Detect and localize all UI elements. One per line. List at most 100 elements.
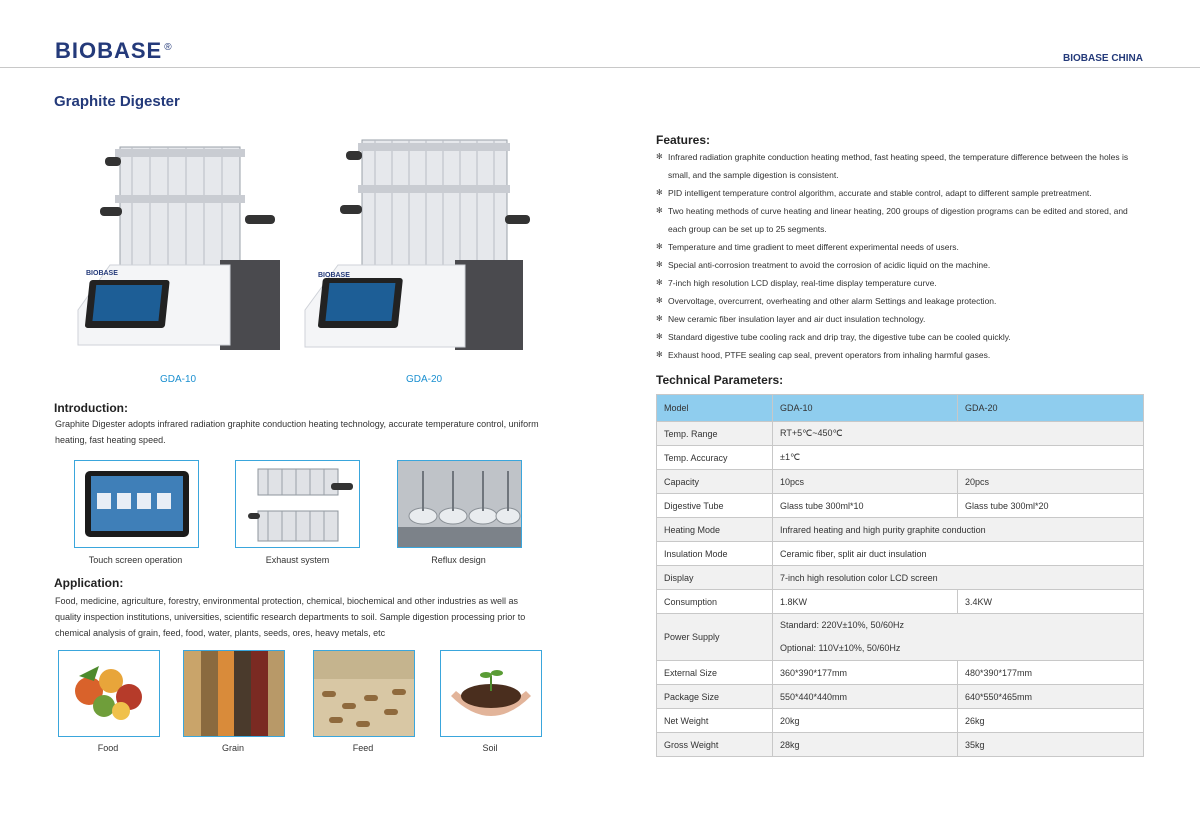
- caption-feed: Feed: [352, 743, 374, 753]
- feature-item: Special anti-corrosion treatment to avoi…: [656, 256, 1141, 274]
- table-row: Digestive Tube Glass tube 300ml*10 Glass…: [656, 493, 1144, 518]
- table-cell: External Size: [656, 660, 773, 685]
- table-row: Capacity 10pcs 20pcs: [656, 469, 1144, 494]
- table-row: Package Size 550*440*440mm 640*550*465mm: [656, 684, 1144, 709]
- caption-exhaust-system: Exhaust system: [265, 555, 330, 565]
- table-cell: 1.8KW: [772, 589, 958, 614]
- digester-gda20-icon: BIOBASE: [304, 139, 530, 350]
- table-cell: Glass tube 300ml*20: [957, 493, 1144, 518]
- table-cell: ±1℃: [772, 445, 1144, 470]
- table-row: Temp. Range RT+5℃~450℃: [656, 421, 1144, 446]
- table-row: Consumption 1.8KW 3.4KW: [656, 589, 1144, 614]
- feature-item: Two heating methods of curve heating and…: [656, 202, 1141, 238]
- thumb-soil: [440, 650, 542, 737]
- application-text: Food, medicine, agriculture, forestry, e…: [55, 596, 526, 638]
- feature-item: Standard digestive tube cooling rack and…: [656, 328, 1141, 346]
- table-cell: Net Weight: [656, 708, 773, 733]
- product-image-gda-20: BIOBASE: [300, 135, 530, 370]
- power-standard: Standard: 220V±10%, 50/60Hz: [780, 620, 905, 630]
- table-cell: Gross Weight: [656, 732, 773, 757]
- table-row: Temp. Accuracy ±1℃: [656, 445, 1144, 470]
- feature-item: Exhaust hood, PTFE sealing cap seal, pre…: [656, 346, 1141, 364]
- feature-item: Temperature and time gradient to meet di…: [656, 238, 1141, 256]
- thumb-touch-screen: [74, 460, 199, 548]
- table-cell: 20pcs: [957, 469, 1144, 494]
- model-label-gda-10: GDA-10: [159, 374, 197, 385]
- power-optional: Optional: 110V±10%, 50/60Hz: [780, 643, 901, 653]
- table-cell: Standard: 220V±10%, 50/60Hz Optional: 11…: [772, 613, 1144, 661]
- table-cell: Temp. Range: [656, 421, 773, 446]
- table-cell: 20kg: [772, 708, 958, 733]
- table-cell: Ceramic fiber, split air duct insulation: [772, 541, 1144, 566]
- caption-reflux-design: Reflux design: [431, 555, 486, 565]
- svg-text:BIOBASE: BIOBASE: [318, 272, 350, 279]
- thumb-grain: [183, 650, 285, 737]
- table-row: Insulation Mode Ceramic fiber, split air…: [656, 541, 1144, 566]
- features-heading: Features:: [656, 133, 711, 147]
- table-cell: 10pcs: [772, 469, 958, 494]
- thumb-exhaust-system: [235, 460, 360, 548]
- application-heading: Application:: [54, 576, 124, 590]
- table-cell: Package Size: [656, 684, 773, 709]
- digester-gda10-icon: BIOBASE: [77, 146, 280, 350]
- table-header-row: Model GDA-10 GDA-20: [656, 394, 1144, 422]
- table-cell: Heating Mode: [656, 517, 773, 542]
- soil-icon: [441, 651, 541, 736]
- feature-item: PID intelligent temperature control algo…: [656, 184, 1141, 202]
- table-row: Power Supply Standard: 220V±10%, 50/60Hz…: [656, 613, 1144, 661]
- header-divider: [0, 67, 1200, 68]
- table-cell: Consumption: [656, 589, 773, 614]
- feature-item: 7-inch high resolution LCD display, real…: [656, 274, 1141, 292]
- exhaust-system-icon: [248, 468, 353, 542]
- feature-item: Overvoltage, overcurrent, overheating an…: [656, 292, 1141, 310]
- table-cell: 26kg: [957, 708, 1144, 733]
- brand-right-label: BIOBASE CHINA: [1062, 53, 1143, 64]
- table-row: Net Weight 20kg 26kg: [656, 708, 1144, 733]
- feed-icon: [314, 651, 414, 736]
- food-icon: [59, 651, 159, 736]
- table-cell: GDA-20: [957, 394, 1144, 422]
- biobase-logo: BIOBASE®: [55, 38, 173, 63]
- caption-food: Food: [97, 743, 119, 753]
- table-cell: Glass tube 300ml*10: [772, 493, 958, 518]
- touch-screen-icon: [85, 471, 189, 537]
- technical-table: Model GDA-10 GDA-20 Temp. Range RT+5℃~45…: [656, 394, 1144, 757]
- caption-grain: Grain: [221, 743, 244, 753]
- product-image-gda-10: BIOBASE: [70, 135, 280, 370]
- table-cell: 3.4KW: [957, 589, 1144, 614]
- table-row: Display 7-inch high resolution color LCD…: [656, 565, 1144, 590]
- table-row: Heating Mode Infrared heating and high p…: [656, 517, 1144, 542]
- feature-item: Infrared radiation graphite conduction h…: [656, 148, 1141, 184]
- table-cell: Infrared heating and high purity graphit…: [772, 517, 1144, 542]
- caption-soil: Soil: [482, 743, 498, 753]
- table-cell: 35kg: [957, 732, 1144, 757]
- table-row: Gross Weight 28kg 35kg: [656, 732, 1144, 757]
- table-cell: RT+5℃~450℃: [772, 421, 1144, 446]
- features-list: Infrared radiation graphite conduction h…: [656, 148, 1141, 364]
- table-row: External Size 360*390*177mm 480*390*177m…: [656, 660, 1144, 685]
- table-cell: GDA-10: [772, 394, 958, 422]
- svg-text:BIOBASE: BIOBASE: [86, 270, 118, 277]
- table-cell: Digestive Tube: [656, 493, 773, 518]
- technical-heading: Technical Parameters:: [656, 373, 784, 387]
- table-cell: 7-inch high resolution color LCD screen: [772, 565, 1144, 590]
- thumb-reflux-design: [397, 460, 522, 548]
- caption-touch-screen: Touch screen operation: [88, 555, 183, 565]
- table-cell: Temp. Accuracy: [656, 445, 773, 470]
- reflux-design-icon: [398, 461, 521, 547]
- grain-icon: [184, 651, 284, 736]
- thumb-food: [58, 650, 160, 737]
- table-cell: Capacity: [656, 469, 773, 494]
- thumb-feed: [313, 650, 415, 737]
- table-cell: 640*550*465mm: [957, 684, 1144, 709]
- model-label-gda-20: GDA-20: [405, 374, 443, 385]
- table-cell: Display: [656, 565, 773, 590]
- table-cell: Insulation Mode: [656, 541, 773, 566]
- page-title: Graphite Digester: [54, 93, 180, 110]
- feature-item: New ceramic fiber insulation layer and a…: [656, 310, 1141, 328]
- table-cell: 550*440*440mm: [772, 684, 958, 709]
- introduction-heading: Introduction:: [54, 401, 128, 415]
- table-cell: 28kg: [772, 732, 958, 757]
- table-cell: Power Supply: [656, 613, 773, 661]
- table-cell: 360*390*177mm: [772, 660, 958, 685]
